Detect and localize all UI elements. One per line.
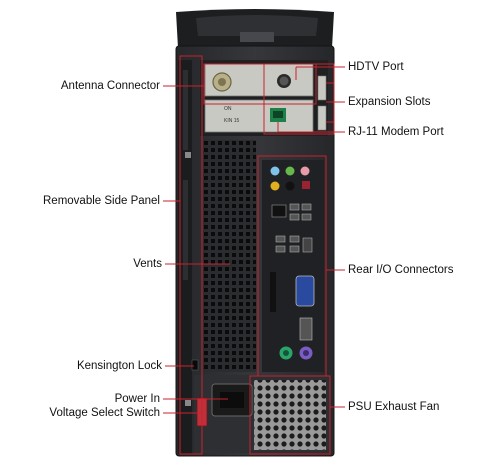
top-handle: [176, 9, 334, 48]
antenna-connector: [212, 72, 232, 92]
label-expansion-slots: Expansion Slots: [348, 96, 431, 108]
label-kensington-lock: Kensington Lock: [76, 360, 162, 372]
label-rj11-modem-port: RJ-11 Modem Port: [348, 126, 444, 138]
label-psu-exhaust-fan: PSU Exhaust Fan: [348, 401, 440, 413]
label-vents: Vents: [133, 258, 162, 270]
rj11-modem-port: [270, 108, 286, 122]
power-supply: [194, 375, 330, 453]
card-text-1: ON: [224, 106, 232, 112]
hdtv-port: [277, 74, 291, 88]
label-hdtv-port: HDTV Port: [348, 61, 404, 73]
kensington-lock-slot: [191, 359, 199, 371]
label-power-in: Power In: [114, 393, 160, 405]
leader-lines: [163, 66, 345, 414]
label-antenna-connector: Antenna Connector: [60, 80, 160, 92]
vent-grille: [204, 140, 256, 372]
callout-boxes: [179, 55, 335, 455]
label-removable-side-panel: Removable Side Panel: [43, 195, 160, 207]
label-rear-io-connectors: Rear I/O Connectors: [348, 264, 454, 276]
card-text-2: KIN 15: [224, 118, 240, 124]
rear-io-panel: [262, 160, 324, 372]
label-voltage-select-switch: Voltage Select Switch: [49, 407, 160, 419]
